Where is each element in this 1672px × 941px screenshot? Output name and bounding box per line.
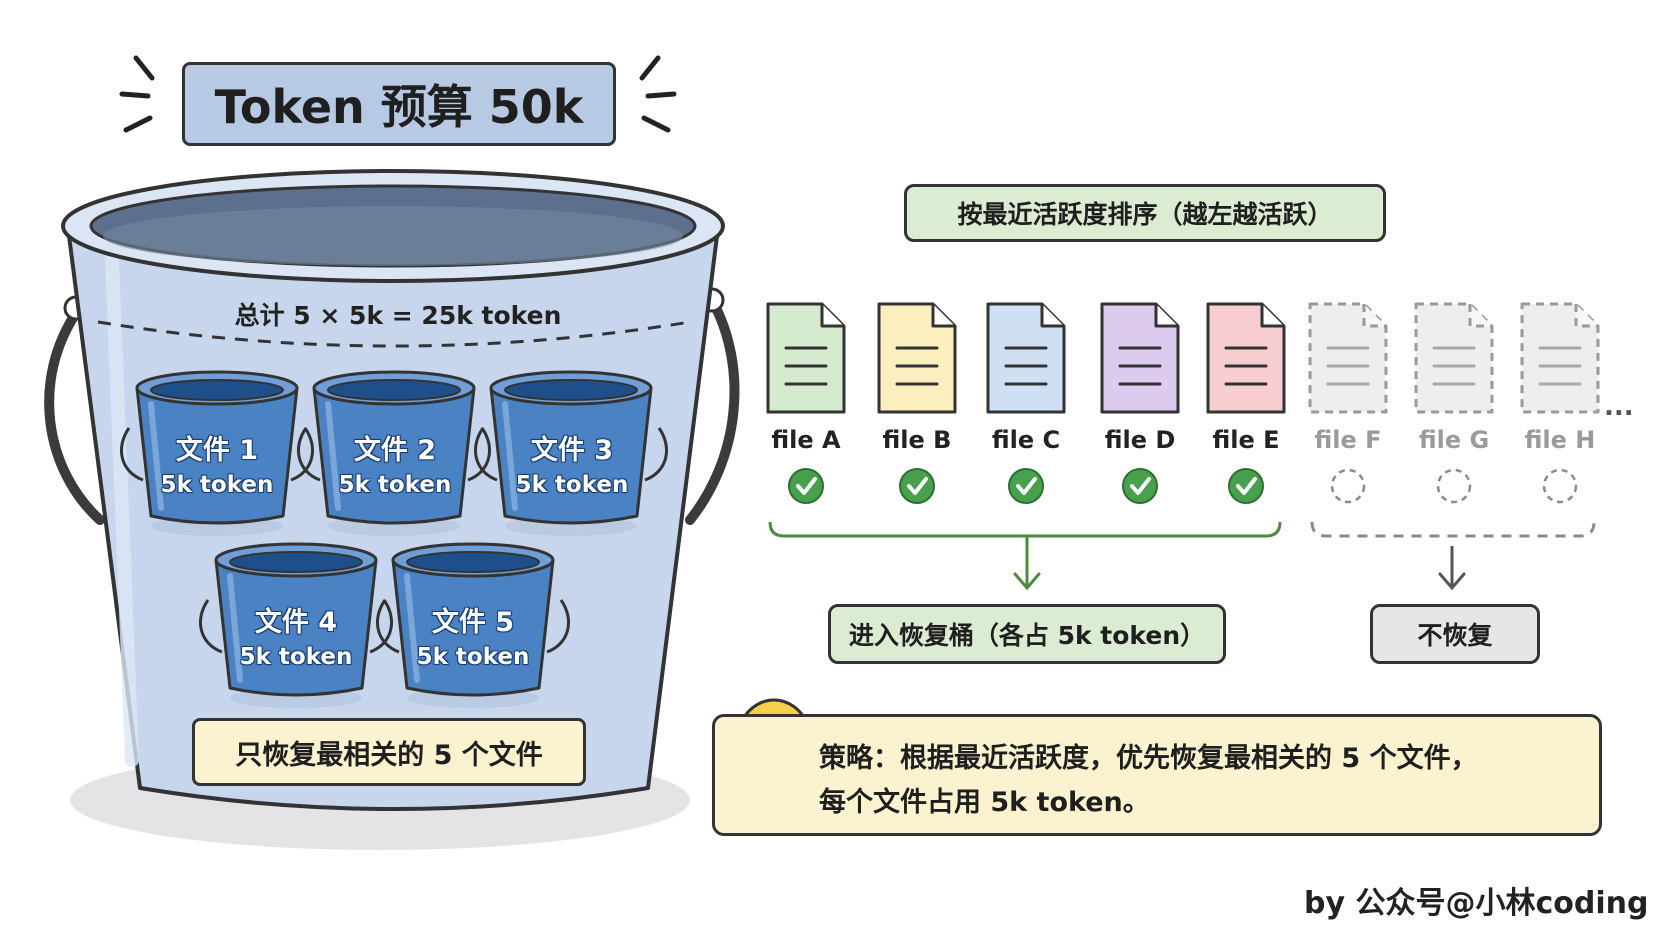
mini-bucket-4 [199, 542, 393, 708]
check-circle-icon [1228, 468, 1264, 504]
mini-bucket-1-tokens: 5k token [160, 472, 274, 498]
unrestored-arrow-head [1438, 572, 1466, 591]
mini-bucket-5 [376, 542, 570, 708]
file-e-document-icon [1206, 302, 1286, 414]
strategy-text: 策略：根据最近活跃度，优先恢复最相关的 5 个文件， 每个文件占用 5k tok… [819, 737, 1478, 825]
file-b-document-icon [877, 302, 957, 414]
file-c-label: file C [991, 426, 1061, 454]
strategy-note: 策略：根据最近活跃度，优先恢复最相关的 5 个文件， 每个文件占用 5k tok… [712, 714, 1602, 836]
file-c-document-icon [986, 302, 1066, 414]
file-a-label: file A [771, 426, 841, 454]
big-bucket-inner [103, 206, 683, 266]
mini-bucket-2 [297, 370, 491, 536]
file-icon-row [766, 302, 1600, 504]
mini-bucket-4-tokens: 5k token [239, 644, 353, 670]
mini-bucket-3 [474, 370, 668, 536]
bucket-highlight [105, 253, 139, 767]
mini-bucket-1-name: 文件 1 [175, 435, 259, 466]
mini-bucket-4-name: 文件 4 [254, 607, 338, 638]
file-f-label: file F [1314, 426, 1382, 454]
file-d-label: file D [1104, 426, 1176, 454]
bucket-handle [44, 305, 105, 525]
file-g-label: file G [1418, 426, 1490, 454]
mini-bucket-2-name: 文件 2 [353, 435, 437, 466]
check-circle-icon [788, 468, 824, 504]
sort-order-label: 按最近活跃度排序（越左越活跃） [904, 184, 1386, 242]
restored-arrow-head [1013, 572, 1041, 591]
file-g-document-icon [1414, 302, 1494, 414]
total-label: 总计 5 × 5k = 25k token [234, 301, 562, 330]
mini-bucket-group [120, 370, 668, 708]
fill-level-line [97, 320, 691, 348]
mini-bucket-3-tokens: 5k token [515, 472, 629, 498]
title-burst-left [119, 55, 155, 133]
file-f-document-icon [1308, 302, 1388, 414]
only-restore-label: 只恢复最相关的 5 个文件 [192, 718, 586, 786]
mini-bucket-5-name: 文件 5 [431, 607, 515, 638]
file-d-document-icon [1100, 302, 1180, 414]
no-restore-label: 不恢复 [1370, 604, 1540, 664]
restored-bracket [768, 521, 1282, 538]
file-b-label: file B [882, 426, 952, 454]
empty-circle-icon [1542, 468, 1578, 504]
budget-title: Token 预算 50k [182, 62, 616, 146]
check-circle-icon [899, 468, 935, 504]
file-h-label: file H [1524, 426, 1596, 454]
more-files-ellipsis: ... [1604, 392, 1634, 422]
file-a-document-icon [766, 302, 846, 414]
file-e-label: file E [1212, 426, 1280, 454]
file-h-document-icon [1520, 302, 1600, 414]
mini-bucket-1 [120, 370, 314, 536]
bucket-handle-right [685, 295, 740, 525]
empty-circle-icon [1330, 468, 1366, 504]
mini-bucket-2-tokens: 5k token [338, 472, 452, 498]
unrestored-bracket [1310, 521, 1596, 538]
strategy-line-1: 策略：根据最近活跃度，优先恢复最相关的 5 个文件， [819, 743, 1478, 774]
check-circle-icon [1122, 468, 1158, 504]
mini-bucket-3-name: 文件 3 [530, 435, 614, 466]
author-credit: by 公众号@小林coding [1304, 886, 1649, 921]
check-circle-icon [1008, 468, 1044, 504]
mini-bucket-5-tokens: 5k token [416, 644, 530, 670]
enter-restore-bucket-label: 进入恢复桶（各占 5k token） [828, 604, 1226, 664]
empty-circle-icon [1436, 468, 1472, 504]
title-burst-right [639, 55, 677, 133]
strategy-line-2: 每个文件占用 5k token。 [819, 787, 1150, 818]
